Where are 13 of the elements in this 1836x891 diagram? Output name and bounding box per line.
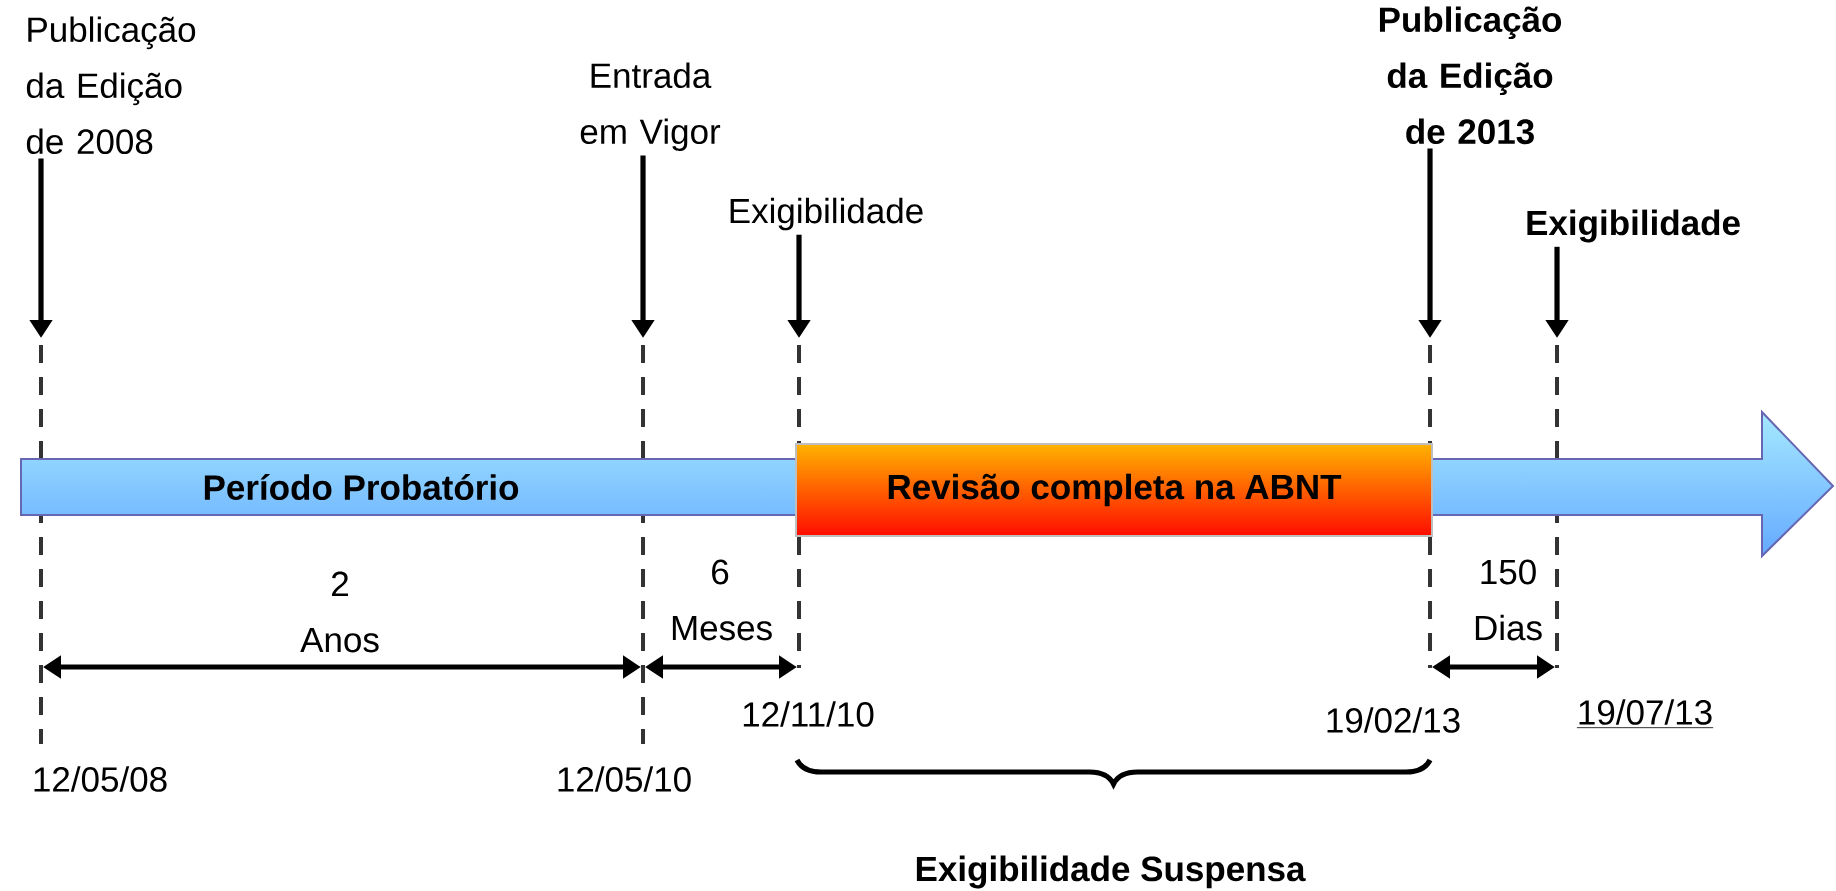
date-label: 12/11/10 (743, 701, 874, 727)
milestone-label: Exigibilidade (1527, 209, 1740, 243)
date-label: 19/07/13 (1576, 699, 1714, 729)
period-label: Exigibilidade Suspensa (916, 855, 1306, 889)
milestone-label: Publicação da Edição de 2008 (26, 16, 196, 155)
duration-label: 150 Dias (1475, 559, 1542, 641)
date-label: 12/05/10 (558, 766, 691, 792)
duration-label: 6 Meses (672, 559, 772, 641)
milestone-label: Entrada em Vigor (580, 62, 721, 152)
date-label: 12/05/08 (34, 766, 167, 792)
milestone-label: Exigibilidade (730, 197, 923, 231)
milestone-label: Publicação da Edição de 2013 (1379, 6, 1562, 145)
date-label: 19/02/13 (1327, 707, 1460, 733)
